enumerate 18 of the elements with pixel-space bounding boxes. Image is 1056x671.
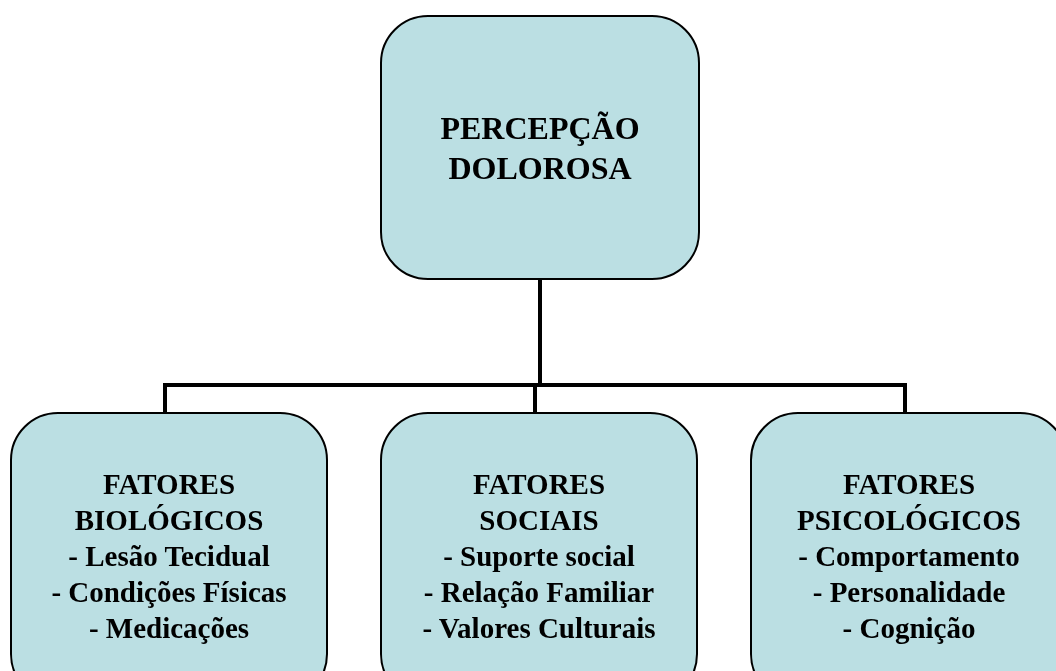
box-heading: FATORES SOCIAIS [471, 467, 607, 538]
box-heading: FATORES PSICOLÓGICOS [796, 467, 1022, 538]
rounded-box [750, 412, 1056, 671]
list-item: - Personalidade [812, 575, 1006, 610]
rounded-box [10, 412, 328, 671]
list-item: - Relação Familiar [423, 575, 655, 610]
list-item: - Condições Físicas [51, 575, 287, 610]
list-item: - Suporte social [443, 539, 635, 574]
list-item: - Valores Culturais [422, 611, 656, 646]
rounded-box [380, 15, 700, 280]
list-item: - Cognição [842, 611, 976, 646]
box-heading: PERCEPÇÃO DOLOROSA [439, 108, 641, 188]
connector-line [538, 280, 907, 412]
box-heading: FATORES BIOLÓGICOS [73, 467, 265, 538]
rounded-box [380, 412, 698, 671]
list-item: - Comportamento [798, 539, 1020, 574]
list-item: - Lesão Tecidual [68, 539, 270, 574]
list-item: - Medicações [88, 611, 250, 646]
